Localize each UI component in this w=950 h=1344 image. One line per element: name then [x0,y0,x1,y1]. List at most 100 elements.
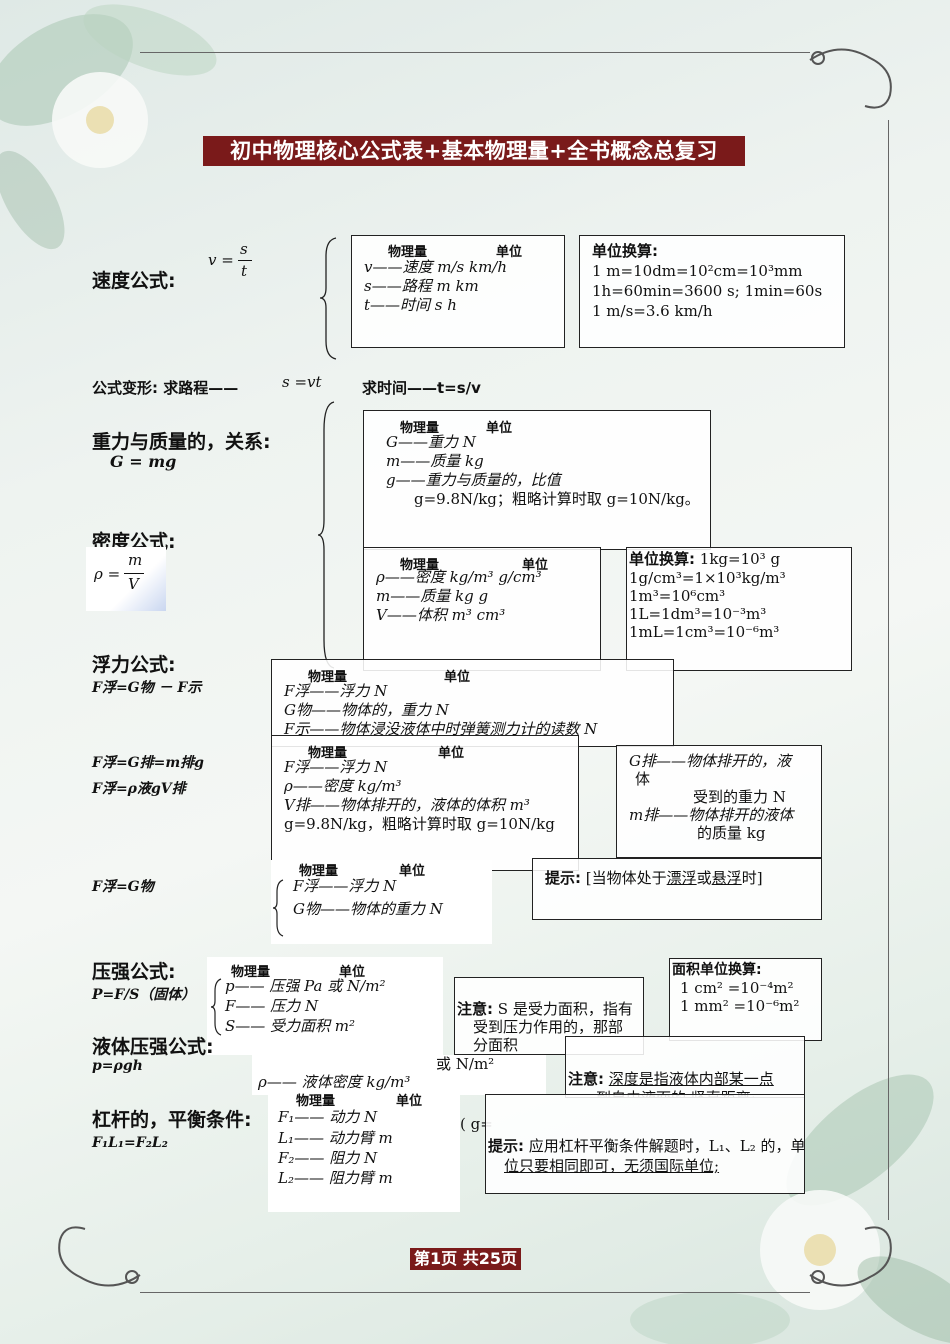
table-row: F浮——浮力 N [284,682,388,700]
speed-unit-conversion: 单位换算: 1 m=10dm=10²cm=10³mm 1h=60min=3600… [579,235,845,348]
ornament-corner-bottom-left [58,1226,141,1287]
table-row: g——重力与质量的，比值 [386,471,561,489]
gravity-heading: 重力与质量的，关系: [92,431,271,453]
table-row: ρ—— 液体密度 kg/m³ [258,1073,411,1091]
speed-formula-left: v = [208,251,234,269]
liquid-pressure-heading: 液体压强公式: [92,1036,212,1058]
table-row: ρ——密度 kg/m³ [284,777,402,795]
speed-heading: 速度公式: [92,270,176,292]
conversion-row: 1g/cm³=1×10³kg/m³ [629,569,786,587]
formula-variant-time: 求时间——t=s/v [362,379,481,397]
table-header-unit: 单位 [339,965,366,980]
table-row: p—— 压强 Pa 或 N/m² [225,977,386,995]
density-formula-num: m [128,551,143,569]
border-line-top [140,52,810,53]
buoyancy-tip: 提示: [当物体处于漂浮或悬浮时] [532,858,822,920]
formula-variant-label: 公式变形: 求路程—— [92,379,239,397]
table-row: ρ——密度 kg/m³ g/cm³ [376,568,542,586]
brace-left [319,237,337,360]
formula-variant-distance: s =vt [282,373,322,391]
table-header-unit: 单位 [399,864,426,879]
buoyancy-displaced-note: G排——物体排开的，液 体 受到的重力 N m排——物体排开的液体 的质量 kg [616,745,822,858]
conversion-row: 1L=1dm³=10⁻³m³ [629,605,767,623]
ornament-corner-bottom-right [809,1226,892,1287]
buoyancy-formula-2: F浮=G排=m排g [92,755,204,771]
note-row: 受到压力作用的，那部 [473,1018,624,1036]
liquid-depth-note: 注意: 深度是指液体内部某一点 到自由液面的 竖直距离; [565,1036,805,1098]
total-pages: 25 [478,1249,501,1268]
table-row: G物——物体的重力 N [293,900,443,918]
lever-formula: F₁L₁=F₂L₂ [92,1135,168,1151]
fraction-bar [238,260,252,261]
density-quantity-table: 物理量 单位 ρ——密度 kg/m³ g/cm³ m——质量 kg g V——体… [363,547,601,671]
table-row: 或 N/m² [436,1055,495,1073]
pressure-quantity-table: 物理量 单位 p—— 压强 Pa 或 N/m² F—— 压力 N S—— 受力面… [207,957,443,1055]
conversion-row: 1mL=1cm³=10⁻⁶m³ [629,623,780,641]
table-row: V排——物体排开的，液体的体积 m³ [284,796,530,814]
tip-text: 提示: [当物体处于漂浮或悬浮时] [545,869,763,887]
page-indicator: 第1页 共25页 [410,1248,522,1270]
speed-formula-num: s [240,240,248,258]
table-header-unit: 单位 [396,1094,423,1109]
table-header-quantity: 物理量 [400,421,440,436]
buoyancy-heading: 浮力公式: [92,654,176,676]
buoyancy-formula-3: F浮=ρ液gV排 [92,781,186,797]
table-row: L₁—— 动力臂 m [278,1129,393,1147]
table-row: L₂—— 阻力臂 m [278,1169,393,1187]
table-row: g=9.8N/kg；粗略计算时取 g=10N/kg。 [414,490,700,508]
hidden-fragment: ( g= [460,1115,493,1133]
current-page: 1 [430,1249,442,1268]
table-row: t——时间 s h [364,296,457,314]
buoyancy-table-1: 物理量 单位 F浮——浮力 N G物——物体的，重力 N F示——物体浸没液体中… [271,659,674,747]
note-row: m排——物体排开的液体 [629,806,794,824]
brace-left [272,879,284,937]
density-unit-conversion: 单位换算: 1kg=10³ g 1g/cm³=1×10³kg/m³ 1m³=10… [626,547,852,671]
note-row: 的质量 kg [697,824,766,842]
pressure-heading: 压强公式: [92,961,176,983]
table-header-unit: 单位 [438,746,465,761]
buoyancy-table-2: 物理量 单位 F浮——浮力 N ρ——密度 kg/m³ V排——物体排开的，液体… [271,735,579,871]
table-row: F₂—— 阻力 N [278,1149,378,1167]
density-formula: ρ = m V [86,547,166,611]
table-row: m——质量 kg g [376,587,489,605]
conversion-row: 1m³=10⁶cm³ [629,587,726,605]
liquid-quantity-table: 或 N/m² ρ—— 液体密度 kg/m³ [252,1055,546,1095]
table-header-quantity: 物理量 [231,965,271,980]
fraction-bar [124,573,144,574]
pressure-formula: P=F/S（固体） [92,987,196,1003]
tip-row: 提示: 应用杠杆平衡条件解题时，L₁、L₂ 的，单 [488,1137,805,1155]
note-row: 注意: 深度是指液体内部某一点 [568,1070,774,1088]
speed-formula-den: t [241,262,248,280]
table-row: F示——物体浸没液体中时弹簧测力计的读数 N [284,720,598,738]
buoyancy-formula-1: F浮=G物 － F示 [92,680,202,696]
table-row: F浮——浮力 N [293,877,397,895]
conversion-row: 1h=60min=3600 s; 1min=60s [592,282,823,300]
page-title: 初中物理核心公式表+基本物理量+全书概念总复习 [203,136,745,166]
density-formula-left: ρ = [94,565,121,583]
table-row: m——质量 kg [386,452,484,470]
table-header-quantity: 物理量 [299,864,339,879]
area-unit-conversion: 面积单位换算: 1 cm² =10⁻⁴m² 1 mm² =10⁻⁶m² [669,958,822,1041]
buoyancy-formula-4: F浮=G物 [92,879,154,895]
conversion-title: 面积单位换算: [672,962,762,978]
table-header-unit: 单位 [496,245,523,260]
table-row: G物——物体的，重力 N [284,701,449,719]
table-header-unit: 单位 [444,670,471,685]
lever-tip: 提示: 应用杠杆平衡条件解题时，L₁、L₂ 的，单 位只要相同即可，无须国际单位… [485,1094,805,1194]
ornament-corner-top-right [809,48,892,109]
conversion-title: 单位换算: 1kg=10³ g [629,550,781,568]
speed-formula: v = s t [208,240,258,284]
table-row: s——路程 m km [364,277,479,295]
lever-quantity-table: 物理量 单位 F₁—— 动力 N L₁—— 动力臂 m F₂—— 阻力 N L₂… [268,1090,460,1212]
table-header-quantity: 物理量 [388,245,428,260]
note-row: 分面积 [473,1036,519,1054]
note-row: 体 [635,770,651,788]
table-header-quantity: 物理量 [296,1094,336,1109]
note-row: 注意: S 是受力面积，指有 [457,1000,633,1018]
table-row: F—— 压力 N [225,997,319,1015]
gravity-quantity-table: 物理量 单位 G——重力 N m——质量 kg g——重力与质量的，比值 g=9… [363,410,711,550]
density-formula-den: V [128,575,139,593]
conversion-row: 1 m=10dm=10²cm=10³mm [592,262,803,280]
brace-left [210,978,222,1036]
table-row: V——体积 m³ cm³ [376,606,506,624]
